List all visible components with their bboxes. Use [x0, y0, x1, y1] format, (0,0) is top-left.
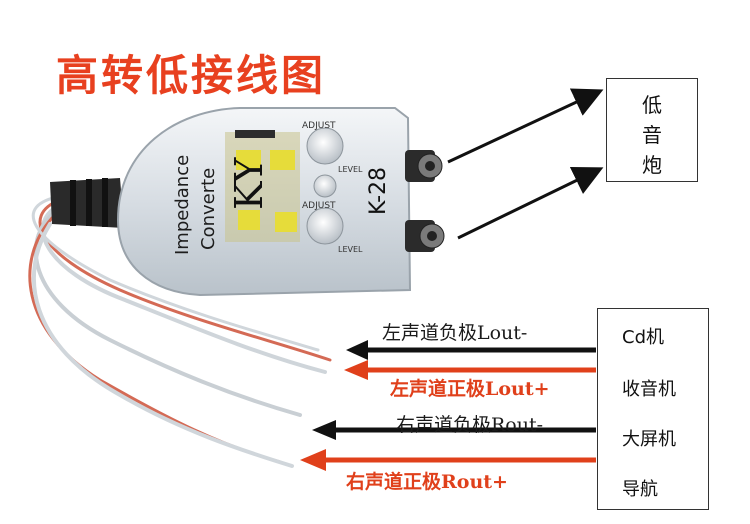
label-right-negative: 右声道负极Rout- [396, 414, 544, 436]
label-left-positive: 左声道正极Lout+ [390, 378, 550, 400]
arrow-to-subwoofer-bottom [457, 166, 604, 240]
source-navigation: 导航 [622, 479, 658, 500]
device-name-line1: Impedance [172, 155, 193, 255]
device-name-line2: Converte [198, 168, 219, 250]
rca-jack-top [405, 150, 443, 182]
subwoofer-char-2: 音 [642, 123, 662, 147]
subwoofer-char-1: 低 [642, 93, 662, 117]
knob-level-label-top: LEVEL [338, 165, 363, 174]
diagram-title: 高转低接线图 [56, 51, 327, 100]
subwoofer-box: 低 音 炮 [606, 78, 698, 182]
signal-arrows [300, 340, 596, 471]
knob-level-label-bottom: LEVEL [338, 245, 363, 254]
label-right-positive: 右声道正极Rout+ [346, 471, 508, 493]
wire-bundle [28, 194, 332, 468]
subwoofer-char-3: 炮 [642, 153, 662, 177]
device-model: K-28 [366, 167, 391, 215]
arrow-to-subwoofer-top [447, 88, 604, 164]
source-cd: Cd机 [622, 327, 664, 348]
label-left-negative: 左声道负极Lout- [382, 322, 528, 344]
cable-boot [50, 178, 124, 228]
knob-label-bottom: ADJUST [302, 201, 336, 211]
knob-label-top: ADJUST [302, 121, 336, 131]
audio-source-box: Cd机 收音机 大屏机 导航 [597, 308, 709, 510]
rca-jack-bottom [405, 220, 445, 252]
level-knob-bottom[interactable] [306, 207, 344, 245]
device-brand: KY [227, 157, 271, 210]
source-head-unit: 大屏机 [622, 429, 676, 450]
level-knob-top[interactable] [306, 127, 344, 165]
source-radio: 收音机 [622, 379, 676, 400]
